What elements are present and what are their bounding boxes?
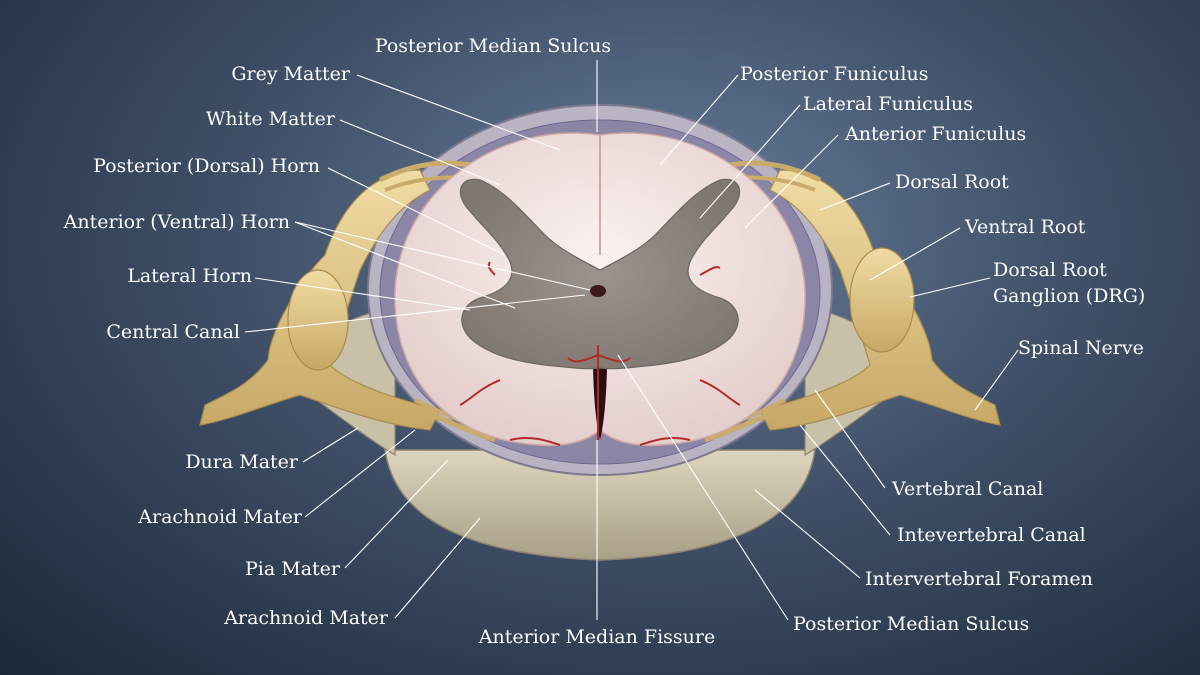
label-lateral-horn: Lateral Horn — [127, 265, 252, 287]
label-anterior-funiculus: Anterior Funiculus — [844, 123, 1026, 145]
leader-lines — [244, 60, 1019, 621]
label-intervertebral-foramen: Intervertebral Foramen — [865, 568, 1093, 590]
label-central-canal: Central Canal — [106, 321, 240, 343]
label-ventral-root: Ventral Root — [964, 216, 1086, 238]
label-white-matter: White Matter — [206, 108, 336, 130]
label-vertebral-canal: Vertebral Canal — [891, 478, 1043, 500]
label-intevertebral-canal: Intevertebral Canal — [897, 524, 1086, 546]
label-arachnoid-mater-1: Arachnoid Mater — [137, 506, 303, 528]
label-posterior-median-sulcus-top: Posterior Median Sulcus — [375, 35, 611, 57]
vertebral-body — [384, 449, 816, 561]
blood-vessels — [459, 261, 741, 446]
label-drg-line2: Ganglion (DRG) — [993, 285, 1145, 307]
label-anterior-median-fissure: Anterior Median Fissure — [478, 626, 715, 648]
label-dura-mater: Dura Mater — [185, 451, 299, 473]
central-canal-shape — [590, 285, 606, 297]
label-drg-line1: Dorsal Root — [993, 259, 1107, 281]
label-arachnoid-mater-2: Arachnoid Mater — [223, 607, 389, 629]
grey-matter — [459, 178, 741, 370]
label-posterior-median-sulcus-bottom: Posterior Median Sulcus — [793, 613, 1029, 635]
label-posterior-dorsal-horn: Posterior (Dorsal) Horn — [93, 155, 320, 177]
label-anterior-ventral-horn: Anterior (Ventral) Horn — [63, 211, 290, 233]
label-grey-matter: Grey Matter — [231, 63, 351, 85]
label-lateral-funiculus: Lateral Funiculus — [803, 93, 973, 115]
label-posterior-funiculus: Posterior Funiculus — [740, 63, 928, 85]
label-dorsal-root: Dorsal Root — [895, 171, 1009, 193]
label-pia-mater: Pia Mater — [245, 558, 341, 580]
label-spinal-nerve: Spinal Nerve — [1018, 337, 1144, 359]
